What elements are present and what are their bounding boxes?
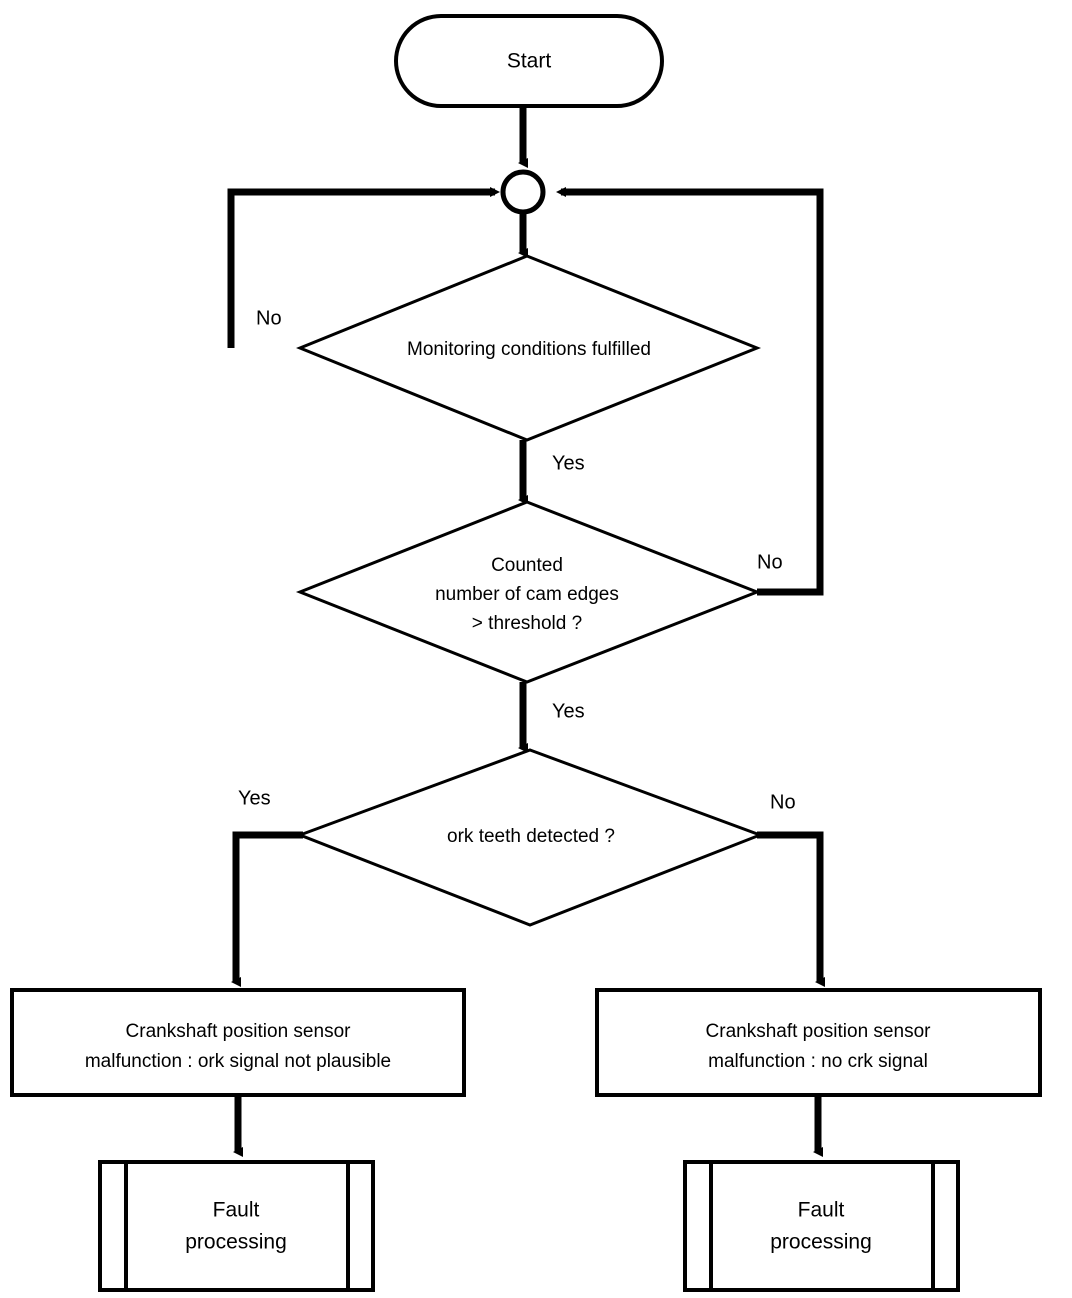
- decision-crk-teeth-shape: [295, 748, 765, 927]
- node-process-no-signal[interactable]: Crankshaft position sensor malfunction :…: [595, 988, 1042, 1097]
- label-crk-teeth-yes: Yes: [238, 787, 271, 809]
- label-cam-edges-no: No: [757, 551, 783, 573]
- node-decision-monitoring[interactable]: Monitoring conditions fulfilled: [296, 254, 762, 442]
- label-monitoring-yes: Yes: [552, 452, 585, 474]
- decision-monitoring-shape: [296, 254, 762, 442]
- node-fault-processing-left[interactable]: Fault processing: [98, 1160, 375, 1292]
- process-no-signal-line2: malfunction : no crk signal: [708, 1051, 928, 1072]
- fault-processing-right-line1: Fault: [798, 1199, 845, 1222]
- decision-cam-edges-line2: number of cam edges: [435, 584, 619, 605]
- label-cam-edges-yes: Yes: [552, 700, 585, 722]
- process-not-plausible-shape: [10, 988, 466, 1097]
- node-junction[interactable]: [500, 169, 546, 215]
- fault-processing-right-line2: processing: [770, 1231, 872, 1254]
- start-terminator-shape: [394, 14, 664, 108]
- fault-processing-left-shape: [98, 1160, 375, 1292]
- node-process-not-plausible[interactable]: Crankshaft position sensor malfunction :…: [10, 988, 466, 1097]
- edge-crk-teeth-no: [757, 831, 825, 987]
- edge-crk-teeth-yes: [231, 831, 303, 987]
- decision-cam-edges-line1: Counted: [491, 555, 563, 576]
- decision-monitoring-label: Monitoring conditions fulfilled: [407, 339, 651, 360]
- process-no-signal-line1: Crankshaft position sensor: [706, 1021, 932, 1042]
- label-monitoring-no: No: [256, 307, 282, 329]
- node-start[interactable]: Start: [394, 14, 664, 108]
- node-decision-crk-teeth[interactable]: ork teeth detected ?: [295, 748, 765, 927]
- process-not-plausible-line2: malfunction : ork signal not plausible: [85, 1051, 391, 1072]
- fault-processing-left-line1: Fault: [213, 1199, 260, 1222]
- node-decision-cam-edges[interactable]: Counted number of cam edges > threshold …: [295, 500, 762, 684]
- start-label: Start: [507, 50, 552, 73]
- decision-crk-teeth-label: ork teeth detected ?: [447, 826, 615, 847]
- edge-monitoring-no-loop: [227, 187, 500, 348]
- decision-cam-edges-line3: > threshold ?: [472, 613, 582, 634]
- decision-cam-edges-shape: [295, 500, 762, 684]
- edge-camedges-no-loop: [556, 187, 824, 596]
- label-crk-teeth-no: No: [770, 791, 796, 813]
- node-fault-processing-right[interactable]: Fault processing: [683, 1160, 960, 1292]
- fault-processing-left-line2: processing: [185, 1231, 287, 1254]
- fault-processing-right-shape: [683, 1160, 960, 1292]
- process-no-signal-shape: [595, 988, 1042, 1097]
- junction-circle: [500, 169, 546, 215]
- process-not-plausible-line1: Crankshaft position sensor: [126, 1021, 352, 1042]
